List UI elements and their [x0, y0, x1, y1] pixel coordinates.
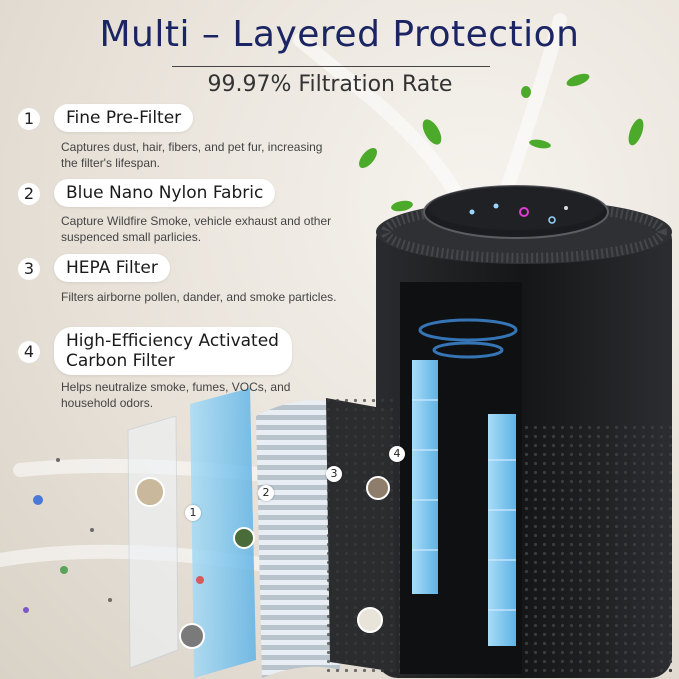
callout-1: 1: [185, 505, 201, 521]
page-subtitle: 99.97% Filtration Rate: [207, 72, 453, 97]
layer-2-title: Blue Nano Nylon Fabric: [54, 179, 276, 207]
filter-layer-2-nylon: [190, 388, 256, 678]
layer-4-number: 4: [18, 341, 40, 363]
layer-3-title: HEPA Filter: [54, 254, 170, 282]
filter-layer-1-prefilter: [127, 415, 179, 669]
layer-4-description: Helps neutralize smoke, fumes, VOCs, and…: [61, 380, 291, 410]
leaf-icon: [359, 73, 644, 212]
title-divider: [172, 66, 490, 67]
air-purifier: [376, 185, 672, 678]
layer-3-number: 3: [18, 258, 40, 280]
particles: [23, 458, 390, 649]
layer-1-title: Fine Pre-Filter: [54, 104, 194, 132]
layer-2-description: Capture Wildfire Smoke, vehicle exhaust …: [61, 214, 332, 244]
callout-3: 3: [326, 466, 342, 482]
layer-1-number: 1: [18, 108, 40, 130]
filter-layer-4-carbon: [326, 398, 396, 672]
callout-4: 4: [389, 446, 405, 462]
layer-3-description: Filters airborne pollen, dander, and smo…: [61, 290, 337, 304]
page-title: Multi – Layered Protection: [99, 14, 580, 55]
layer-2-number: 2: [18, 183, 40, 205]
filter-layer-3-hepa: [256, 400, 340, 678]
layer-1-description: Captures dust, hair, fibers, and pet fur…: [61, 140, 323, 170]
layer-4-title: High-Efficiency Activated Carbon Filter: [54, 327, 292, 375]
callout-2: 2: [258, 485, 274, 501]
